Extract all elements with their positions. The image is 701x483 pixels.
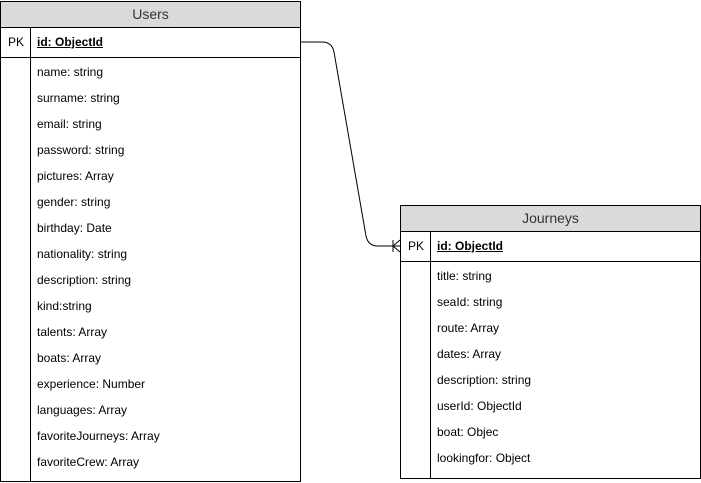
journeys-pk-row[interactable]: PK id: ObjectId <box>401 232 700 262</box>
journeys-entity[interactable]: Journeys PK id: ObjectId title: string s… <box>400 205 701 479</box>
users-pk-label: PK <box>7 35 24 49</box>
users-field: pictures: Array <box>37 169 114 183</box>
users-field: password: string <box>37 143 125 157</box>
users-field: gender: string <box>37 195 111 209</box>
users-field: birthday: Date <box>37 221 112 235</box>
relationship-line <box>300 41 400 247</box>
users-field: favoriteJourneys: Array <box>37 429 160 443</box>
journeys-key-column-divider <box>430 232 431 478</box>
users-field: surname: string <box>37 91 120 105</box>
users-field: description: string <box>37 273 132 287</box>
journeys-field: boat: Objec <box>437 425 499 439</box>
users-field: boats: Array <box>37 351 102 365</box>
users-entity-title: Users <box>1 2 300 28</box>
users-key-column-divider <box>30 28 31 481</box>
users-pk-field: id: ObjectId <box>37 35 103 49</box>
users-field: experience: Number <box>37 377 146 391</box>
users-field: kind:string <box>37 299 92 313</box>
journeys-field: userId: ObjectId <box>437 399 522 413</box>
journeys-field: seaId: string <box>437 295 503 309</box>
crows-foot-marker <box>392 239 401 253</box>
users-pk-row[interactable]: PK id: ObjectId <box>1 28 300 58</box>
journeys-pk-field: id: ObjectId <box>437 239 503 253</box>
journeys-field: route: Array <box>437 321 500 335</box>
users-field: talents: Array <box>37 325 108 339</box>
users-field: name: string <box>37 65 104 79</box>
users-field: languages: Array <box>37 403 128 417</box>
users-field: favoriteCrew: Array <box>37 455 140 469</box>
journeys-field: dates: Array <box>437 347 502 361</box>
users-entity[interactable]: Users PK id: ObjectId name: string surna… <box>0 1 301 482</box>
journeys-pk-label: PK <box>407 239 424 253</box>
journeys-field: description: string <box>437 373 532 387</box>
journeys-entity-title: Journeys <box>401 206 700 232</box>
journeys-field: title: string <box>437 269 492 283</box>
users-field: email: string <box>37 117 102 131</box>
journeys-field: lookingfor: Object <box>437 451 531 465</box>
users-field: nationality: string <box>37 247 128 261</box>
